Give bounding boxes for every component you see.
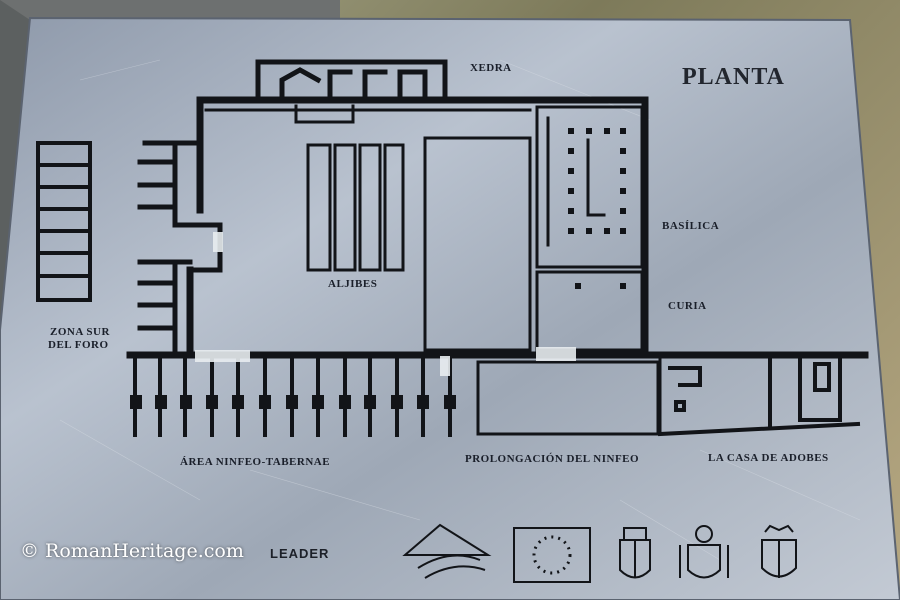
label-basilica: BASÍLICA xyxy=(662,220,720,232)
watermark: © RomanHeritage.com xyxy=(20,540,244,562)
casa-de-adobes xyxy=(657,358,861,437)
basilica-columns xyxy=(568,128,626,289)
adesiman-logo-icon xyxy=(402,523,492,579)
castilla-la-mancha-shield-icon xyxy=(619,527,651,579)
label-zona-sur-2: DEL FORO xyxy=(48,339,109,351)
label-zona-sur-1: ZONA SUR xyxy=(50,326,110,338)
eu-flag-icon xyxy=(513,527,591,583)
tabernae-piers xyxy=(130,395,456,409)
label-xedra: XEDRA xyxy=(470,62,512,74)
program-text: LEADER xyxy=(270,546,330,561)
label-aljibes: ALJIBES xyxy=(328,278,378,290)
west-rooms xyxy=(137,140,223,353)
diputacion-shield-icon xyxy=(679,525,729,579)
main-walls xyxy=(126,96,869,359)
label-prolongacion: PROLONGACIÓN DEL NINFEO xyxy=(465,453,640,465)
municipal-shield-icon xyxy=(761,524,797,578)
plan-title: PLANTA xyxy=(682,64,785,90)
label-casa-adobes: LA CASA DE ADOBES xyxy=(708,452,829,464)
zona-sur-steps xyxy=(36,141,92,302)
label-curia: CURIA xyxy=(668,300,707,312)
xedra-structure xyxy=(255,59,448,103)
aljibes-cisterns xyxy=(306,143,405,272)
forum-floor-plan xyxy=(36,59,869,437)
prolongacion-ninfeo xyxy=(476,353,662,436)
label-area-ninfeo: ÁREA NINFEO-TABERNAE xyxy=(180,456,331,468)
